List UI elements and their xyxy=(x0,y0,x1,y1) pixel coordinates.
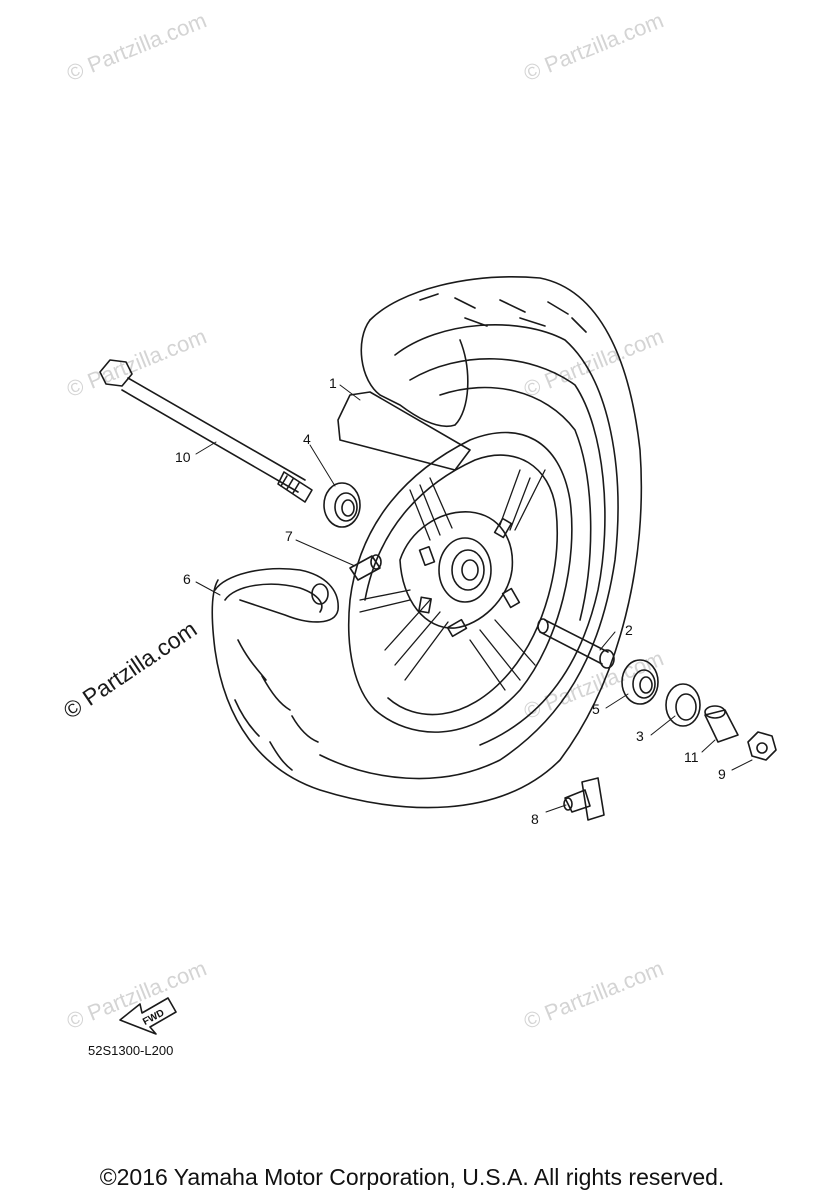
collar-right xyxy=(704,705,739,743)
hub xyxy=(399,511,521,638)
meter-gear-bracket xyxy=(311,583,329,605)
tire-valve xyxy=(563,777,605,821)
callout-5: 5 xyxy=(592,701,600,717)
tire xyxy=(211,276,643,809)
callout-11: 11 xyxy=(684,749,699,765)
callout-4: 4 xyxy=(303,431,311,447)
callout-8: 8 xyxy=(531,811,539,827)
spokes xyxy=(359,469,546,691)
copyright-notice: ©2016 Yamaha Motor Corporation, U.S.A. A… xyxy=(99,1164,725,1190)
oil-seal xyxy=(665,683,701,727)
callout-7: 7 xyxy=(285,528,293,544)
callout-6: 6 xyxy=(183,571,191,587)
spacer xyxy=(537,618,615,669)
callout-1: 1 xyxy=(329,375,337,391)
callout-3: 3 xyxy=(636,728,644,744)
axle-nut xyxy=(747,731,777,761)
callout-10: 10 xyxy=(175,449,191,465)
callout-2: 2 xyxy=(625,622,633,638)
leader-lines xyxy=(195,384,753,813)
bearing-right xyxy=(621,659,659,705)
diagram-code: 52S1300-L200 xyxy=(88,1043,174,1058)
axle xyxy=(99,359,313,503)
bearing-left xyxy=(323,482,361,528)
callout-9: 9 xyxy=(718,766,726,782)
rim xyxy=(347,431,573,733)
fwd-arrow-icon: FWD xyxy=(119,997,177,1035)
collar xyxy=(349,554,382,581)
